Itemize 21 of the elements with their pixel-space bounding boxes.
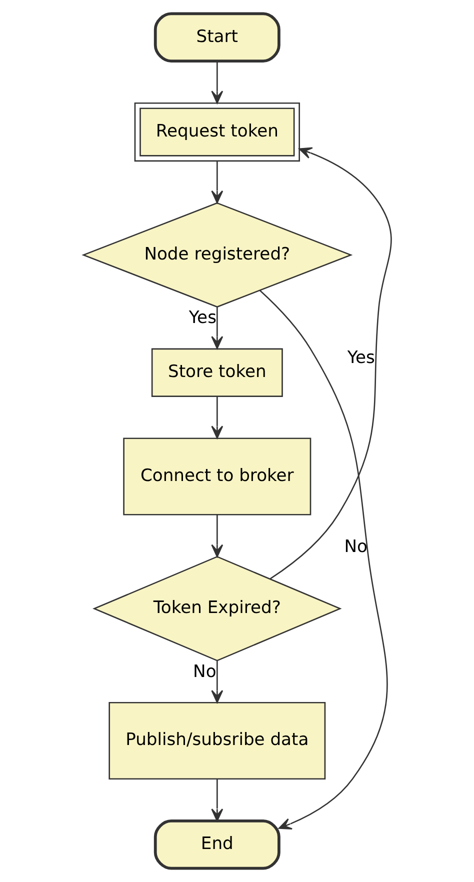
node-box: Connect to broker bbox=[122, 438, 311, 516]
arrow bbox=[210, 514, 223, 558]
node-box: End bbox=[153, 820, 280, 870]
edge-label: Yes bbox=[346, 348, 374, 368]
arrow bbox=[210, 396, 223, 439]
node-diamond: Node registered? bbox=[81, 202, 352, 308]
arrow bbox=[259, 290, 388, 830]
arrow bbox=[210, 779, 223, 822]
node-box: Request token bbox=[134, 102, 300, 162]
arrow bbox=[210, 161, 223, 204]
arrow bbox=[270, 147, 392, 580]
arrow bbox=[210, 307, 223, 350]
node-diamond: Token Expired? bbox=[92, 556, 342, 662]
node-box: Store token bbox=[150, 348, 282, 397]
edge-label: Yes bbox=[188, 308, 216, 328]
edge-label: No bbox=[192, 662, 216, 682]
arrow bbox=[210, 660, 223, 704]
edge-label: No bbox=[344, 537, 367, 558]
node-box: Publish/subsribe data bbox=[108, 702, 326, 780]
arrow bbox=[210, 61, 223, 104]
node-box: Start bbox=[153, 12, 280, 62]
